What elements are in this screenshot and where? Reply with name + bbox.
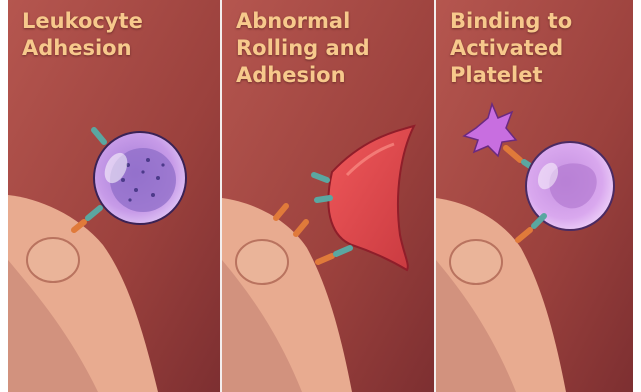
panel-title: Leukocyte Adhesion — [22, 8, 143, 62]
endothelial-nucleus — [450, 240, 502, 284]
endothelial-nucleus — [236, 240, 288, 284]
panel-title: Binding to Activated Platelet — [450, 8, 572, 89]
panel-abnormal-rolling: Abnormal Rolling and Adhesion — [222, 0, 434, 392]
receptor-bar — [317, 198, 330, 200]
panel-title: Abnormal Rolling and Adhesion — [236, 8, 370, 89]
panel-platelet-binding: Binding to Activated Platelet — [436, 0, 633, 392]
panel-leukocyte-adhesion: Leukocyte Adhesion — [8, 0, 220, 392]
endothelial-nucleus — [27, 238, 79, 282]
